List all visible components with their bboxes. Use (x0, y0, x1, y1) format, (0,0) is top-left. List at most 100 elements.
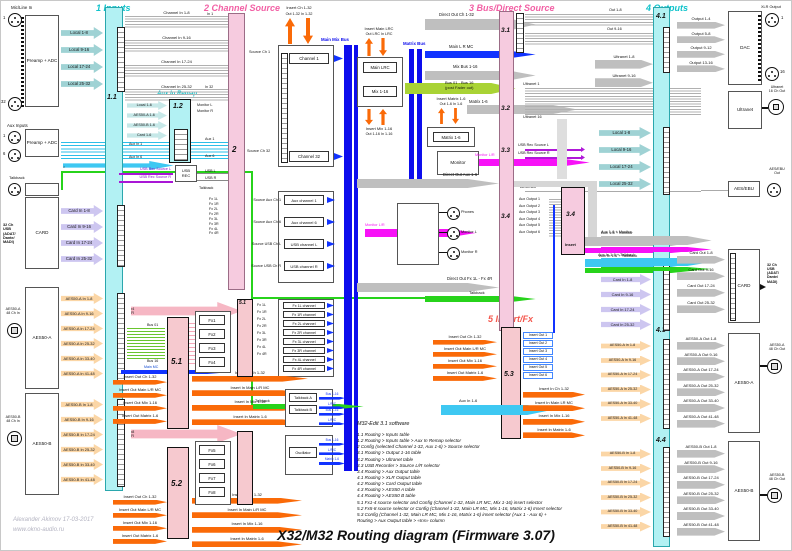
bar4-aes50a-in-arrow: AES50-A In 17-24 (601, 370, 651, 380)
bar2-fx-row: Fx 4R (209, 231, 219, 236)
xlr-output-arrows: Output 1-4 Output 5-8 Output 9-12 Output… (677, 16, 725, 73)
aes50b-conn-label: AES50-B 48 Ch Out (768, 473, 786, 482)
legend-line: 2 Config (selected Channel 1-32, Aux 1-6… (357, 444, 480, 450)
fx53-insert-out: Insert Out Mix 1-16 (433, 359, 497, 369)
bus-post-fader-label: Bus 01 - Bus 16 (post Fader out) (445, 80, 474, 90)
card-out-arrow: Card Out 25-32 (677, 300, 725, 314)
aes50a-in-arrow: AES50-A In 1-8 (61, 293, 103, 304)
bar4-aux-mon-arrow (601, 236, 712, 245)
aes50a-out-arrows: AES50-A Out 1-8 AES50-A Out 9-16 AES50-A… (677, 336, 725, 428)
fx-channel-row: Fx 1R channel (283, 311, 334, 318)
aes50b-out-arrow: AES50-B Out 41-48 (677, 522, 725, 536)
bar2-fx-row: Fx 2L (209, 206, 218, 211)
bar4-aes50a-in-arrow: AES50-A In 33-40 (601, 399, 651, 409)
ultranet-arrow: Ultranet 1-8 (595, 54, 653, 69)
phones-connector-icon (447, 207, 460, 220)
fx-src-label: Fx 3L (257, 331, 266, 335)
bar3-31: 3.1 (501, 27, 511, 34)
usb-rec-r-tri (581, 155, 585, 160)
bar2-label: 2 (232, 145, 237, 154)
fx51-insert-out: Insert Out Mix 1-16 (113, 401, 167, 411)
fx-channel-row: Fx 3L channel (283, 338, 334, 345)
aux-output-row: Aux Output 3 (519, 210, 540, 215)
channel-1-cell: Channel 1 (289, 53, 329, 64)
bar2-fx-row: Fx 3R (209, 221, 219, 226)
channel-in-bus: Channel In 17-24 (125, 60, 228, 78)
main-mix-bus-label: Main Mix Bus (320, 37, 349, 42)
aes50b-out-arrow: AES50-B Out 1-8 (677, 444, 725, 458)
matrix-out-arrow (467, 105, 578, 114)
bar4-aes50b-in-arrow: AES50-B In 33-40 (601, 507, 651, 517)
bar3-32: 3.2 (501, 105, 511, 112)
monl-line (439, 232, 447, 233)
insert-ch-inout: Out 1-32 In 1-32 (285, 12, 313, 16)
bus-post-fader-arrow (405, 83, 516, 94)
bar4-card-in-arrow: Card In 1-8 (601, 274, 651, 285)
dac-box: DAC (728, 11, 762, 85)
oscillator-route: Bus 1-16 (319, 438, 345, 446)
oscillator-route: L/R/C (319, 448, 345, 456)
inputs-cells-local (117, 27, 125, 92)
aes50a-in-arrow: AES50-A In 41-48 (61, 368, 103, 379)
bar4-aes50b-in-arrow: AES50-B In 25-32 (601, 492, 651, 503)
fx51-insert-out-arrows: Insert Out Ch 1-32 Insert Out Main L/R M… (113, 374, 167, 424)
aes50a-out-arrow: AES50-A Out 33-40 (677, 399, 725, 412)
aux-output-lines (549, 199, 561, 237)
xlr-out-1-icon (765, 13, 779, 27)
insert-ch-out-arrow-icon (285, 18, 295, 44)
insert-mix-in-icon (379, 109, 387, 125)
aux-output-row: Aux Output 6 (519, 229, 540, 234)
main-lr-mc-label: Main L R MC (449, 44, 474, 49)
aes50b-out-arrows: AES50-B Out 1-8 AES50-B Out 9-16 AES50-B… (677, 444, 725, 536)
aux-remap-out-lines (191, 142, 228, 161)
insert-main-in-icon (379, 38, 387, 56)
bar4-cells-5 (663, 447, 670, 537)
usb-rec-source-r: USB Rec Source R (139, 175, 171, 179)
bus16-label: Bus 16 (147, 359, 159, 363)
fx-src-label: Fx 3R (257, 338, 267, 342)
fx-cell: Fx2 (199, 329, 225, 339)
fx-src-label: Fx 1R (257, 310, 267, 314)
usb-rec-l-line3 (525, 149, 581, 151)
bar2-talkback: Talkback (199, 186, 214, 190)
ultranet-1-row: Ultranet 1 (523, 82, 540, 86)
bar4-aux-mon-label: Aux 1-6 + Monitor (601, 229, 632, 234)
out-9-16-lines (525, 33, 653, 46)
bar2-aux1: Aux 1 (205, 137, 215, 141)
bar2-fx-row: Fx 3L (209, 216, 218, 221)
bar2-in32: In 32 (205, 85, 214, 89)
out-1-8-label: Out 1-8 (609, 8, 622, 12)
ultranet-conn-line (762, 107, 768, 109)
bar4-green-arrow (601, 267, 712, 271)
fx52-insert-in: Insert In Matrix 1-6 (192, 536, 302, 548)
xlr-output-arrow: Output 1-4 (677, 16, 725, 29)
bar4-card-in-arrow: Card In 17-24 (601, 304, 651, 315)
fx-src-label: Fx 2R (257, 324, 267, 328)
mix-bus-label: Mix Bus 1-16 (453, 64, 478, 69)
insert-out-row: Insert Out 3 (523, 348, 553, 355)
fx-channel-row: Fx 4L channel (283, 356, 334, 363)
bar4-aes50a-in-arrow: AES50-A In 1-8 (601, 341, 651, 351)
bar4-41: 4.1 (656, 13, 666, 20)
aes50a-side-label: AES50-A 48 Ch In (5, 307, 21, 316)
monitor-select-box: Monitor (437, 151, 479, 175)
card-in-arrow: Card In 1-8 (61, 205, 103, 217)
insert-34-word: Insert (565, 242, 576, 247)
bar4-aes50b-in-arrow: AES50-B In 17-24 (601, 478, 651, 488)
card-conn-label: 32 Ch USB (ADAT/ Dante/ MADI) (767, 263, 779, 284)
legend-line: 4.1 Routing > XLR Output table (357, 474, 421, 480)
talkback-green-arrow (425, 296, 536, 302)
ultranet-conn-icon (768, 99, 784, 115)
channel1-to-bus-arrow-icon (334, 55, 343, 62)
bar2-usb-r: USB R (205, 176, 217, 180)
ultranet-out-box: Ultranet (728, 91, 762, 129)
monitor-lr-arrow (479, 159, 590, 166)
fx-src-label: Fx 2L (257, 317, 266, 321)
fx-cell: Fx8 (199, 487, 225, 497)
monitor-lr-label: Monitor L/R (475, 153, 495, 157)
bar2-usb-l: USB L (205, 169, 216, 173)
watermark-line1: Alexander Akimov 17-03-2017 (13, 517, 94, 523)
